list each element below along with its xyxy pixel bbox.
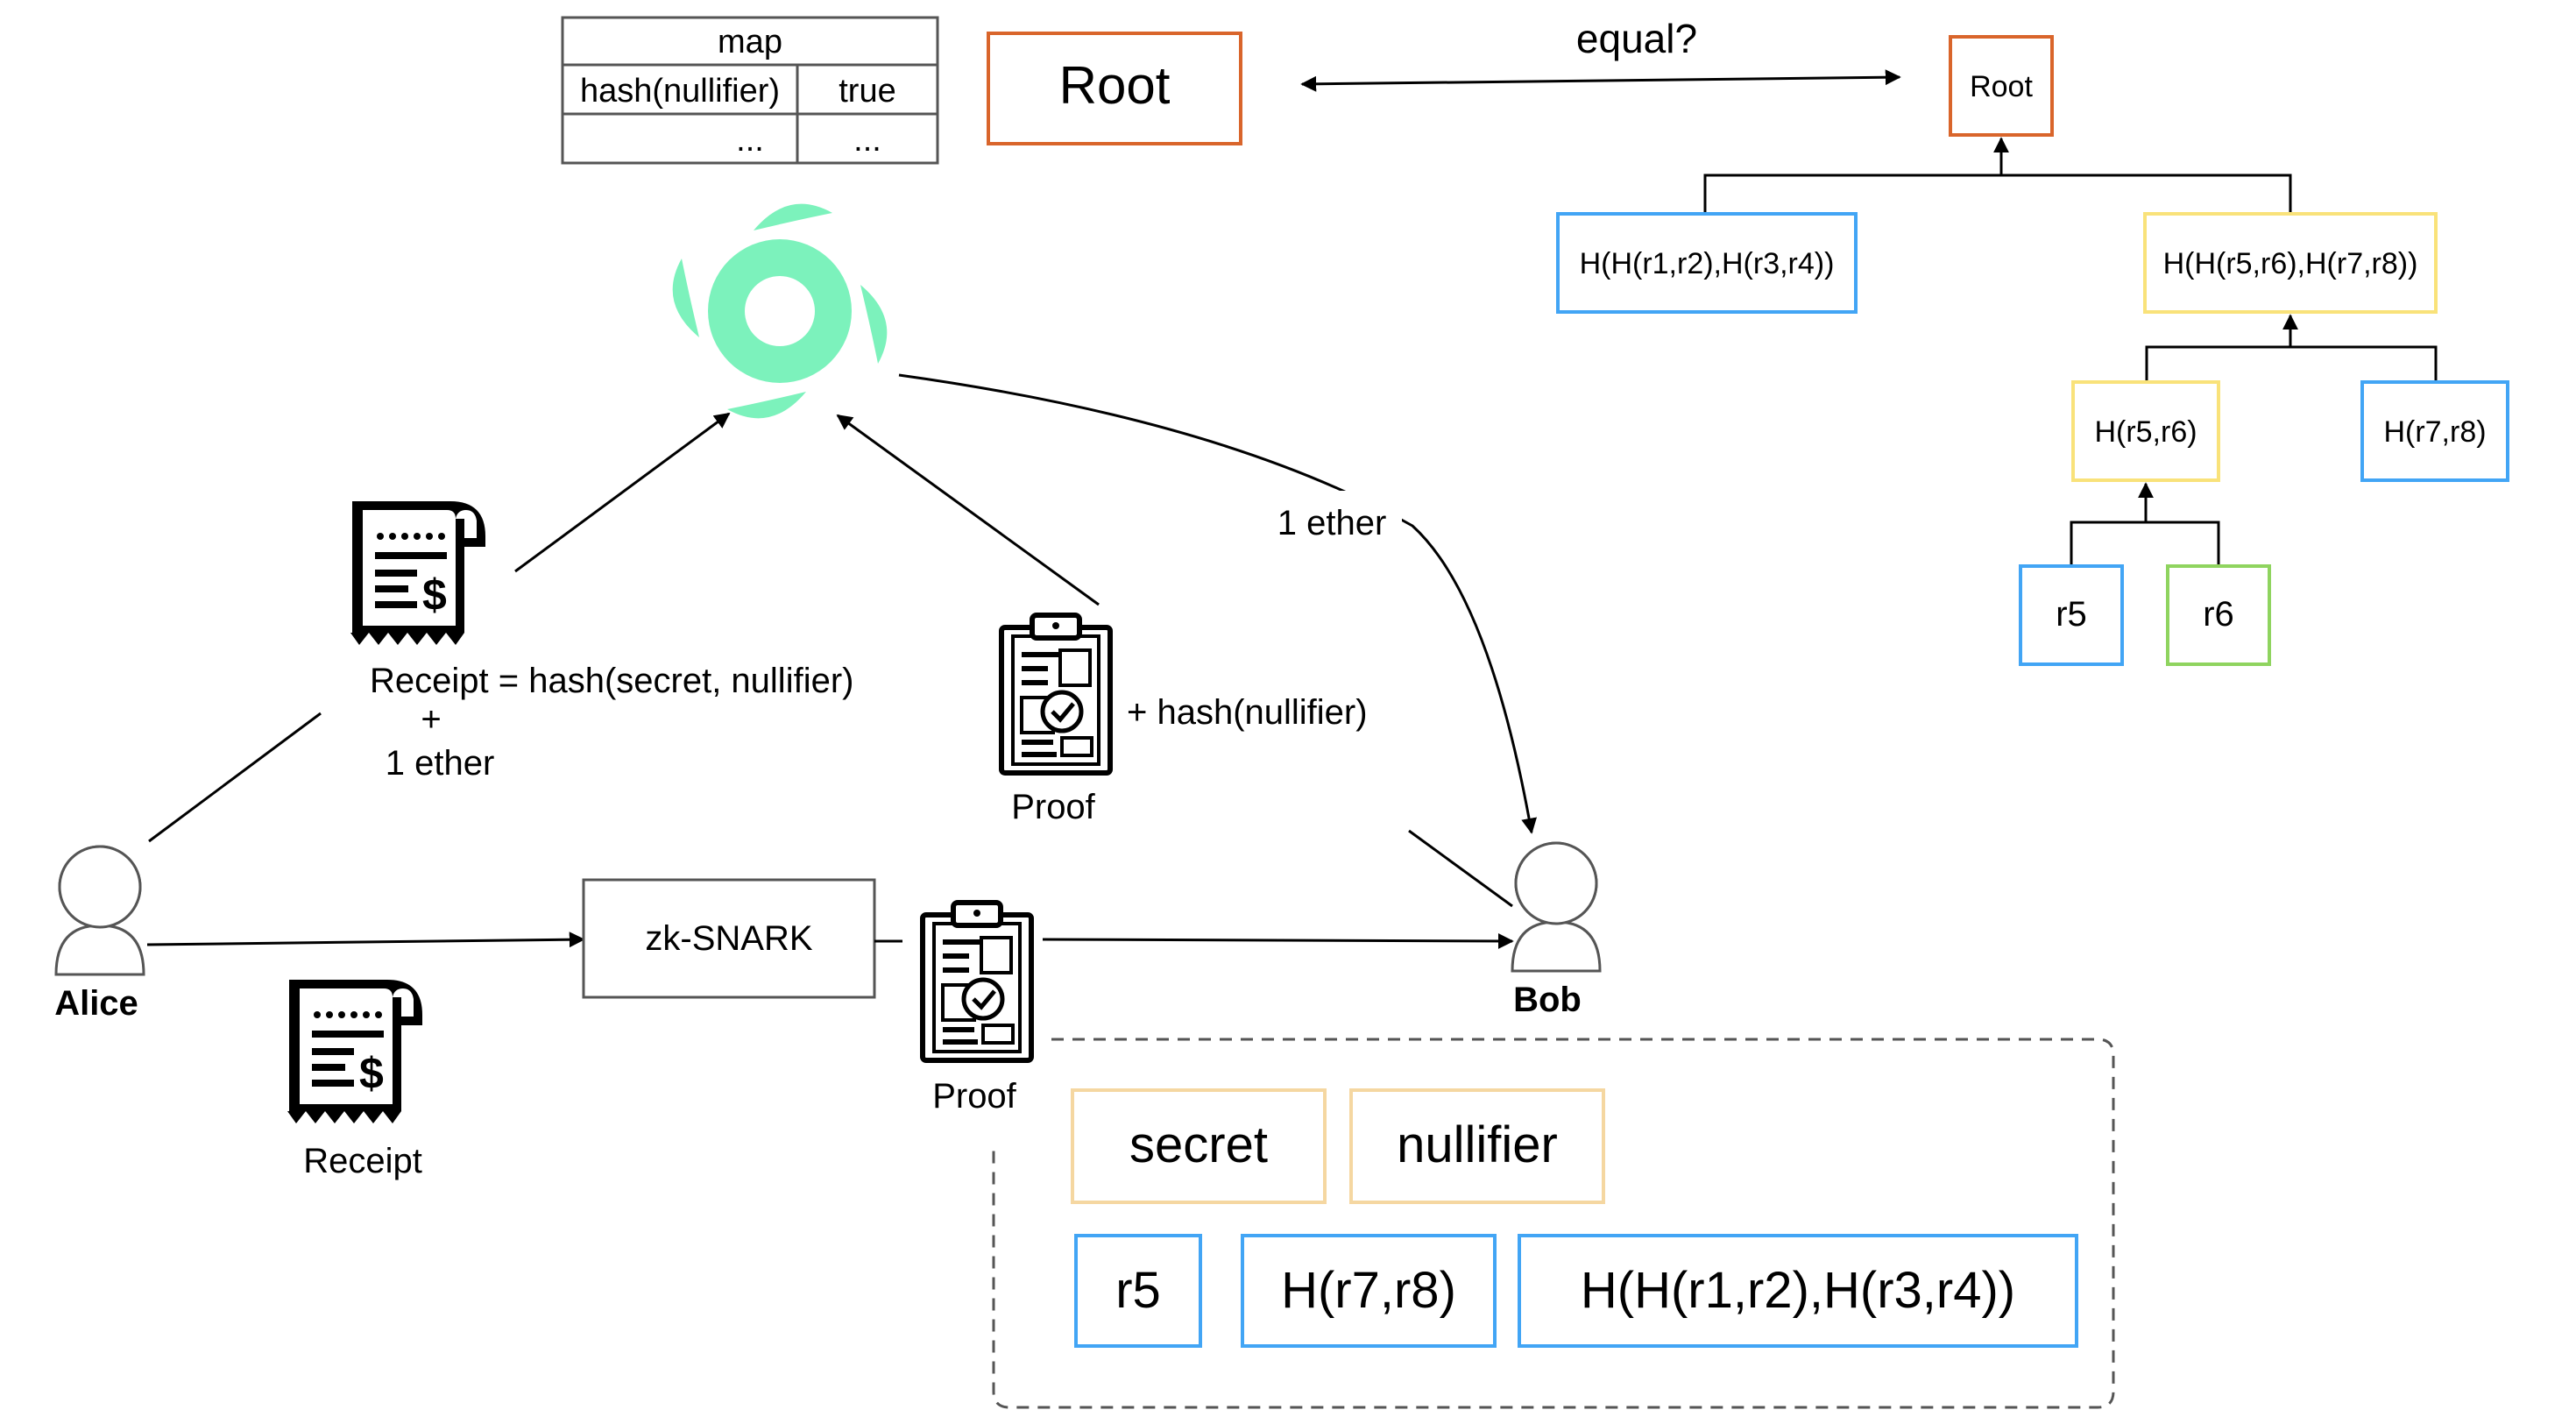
zksnark-label: zk-SNARK [645,919,812,958]
contract-root-box [987,32,1242,145]
private-inputs-panel [992,1038,2115,1409]
tree-h78-label: H(r7,r8) [2383,415,2486,449]
input-h78-label: H(r7,r8) [1281,1262,1456,1319]
clipboard-check-icon [923,903,1031,1060]
equal-arrow [1300,69,1901,92]
nullifier-map-table: map hash(nullifier) true ... ... [561,16,939,165]
input-r5-box [1074,1234,1202,1348]
deposit-label-line2: + [421,700,441,739]
deposit-label-line1: Receipt = hash(secret, nullifier) [370,662,853,700]
clipboard-check-icon [1001,615,1110,773]
deposit-label-line3: 1 ether [386,744,495,783]
tree-left-label: H(H(r1,r2),H(r3,r4)) [1580,247,1835,280]
bob-person-icon [1511,841,1602,973]
alice-label: Alice [54,984,138,1023]
proof-bottom-label: Proof [932,1077,1016,1116]
merkle-tree: Root H(H(r1,r2),H(r3,r4)) H(H(r5,r6),H(r… [1556,35,2509,666]
tree-root-label: Root [1970,70,2033,103]
equal-label: equal? [1576,16,1697,61]
tree-leaf-r5-label: r5 [2056,595,2087,634]
proof-to-bob-arrow [1042,932,1514,949]
bob-link-line [1408,829,1513,908]
proof-top-label: Proof [1011,788,1095,826]
receipt-icon [287,980,422,1123]
alice-to-zksnark-arrow [146,932,585,948]
map-row-value: ... [853,122,881,159]
receipt-bottom-label: Receipt [303,1142,422,1180]
tree-h78-node [2360,380,2509,482]
input-secret-label: secret [1129,1116,1268,1173]
input-h78-box [1241,1234,1497,1348]
tree-right-node [2143,212,2438,314]
proof-to-contract-arrow [836,414,1100,606]
alice-person-icon [54,845,145,976]
input-nullifier-box [1349,1088,1605,1204]
input-nullifier-label: nullifier [1397,1116,1558,1173]
receipt-icon [350,501,485,645]
input-hleft-label: H(H(r1,r2),H(r3,r4)) [1581,1262,2015,1319]
tree-root-node [1949,35,2054,137]
map-title: map [718,24,782,60]
bob-label: Bob [1513,981,1582,1019]
contract-root-label: Root [1059,56,1171,115]
deposit-arrow [514,412,731,573]
withdraw-arrow [898,373,1538,834]
tree-h56-node [2071,380,2220,482]
tree-leaf-r6-label: r6 [2203,595,2234,634]
tree-leaf-r5 [2019,564,2124,666]
map-header-value: true [839,73,895,110]
tree-right-label: H(H(r5,r6),H(r7,r8)) [2163,247,2418,280]
map-row-key: ... [736,122,764,159]
input-secret-box [1071,1088,1327,1204]
input-r5-label: r5 [1115,1262,1161,1319]
proof-nullifier-label: + hash(nullifier) [1127,693,1368,732]
tree-leaf-r6 [2166,564,2271,666]
input-hleft-box [1518,1234,2078,1348]
alice-to-receipt-line [148,712,322,843]
withdraw-ether-label: 1 ether [1277,504,1387,542]
tree-left-node [1556,212,1858,314]
map-header-key: hash(nullifier) [580,73,780,110]
tornado-cash-logo-icon [672,203,888,419]
tree-h56-label: H(r5,r6) [2094,415,2197,449]
zksnark-box [582,878,876,999]
